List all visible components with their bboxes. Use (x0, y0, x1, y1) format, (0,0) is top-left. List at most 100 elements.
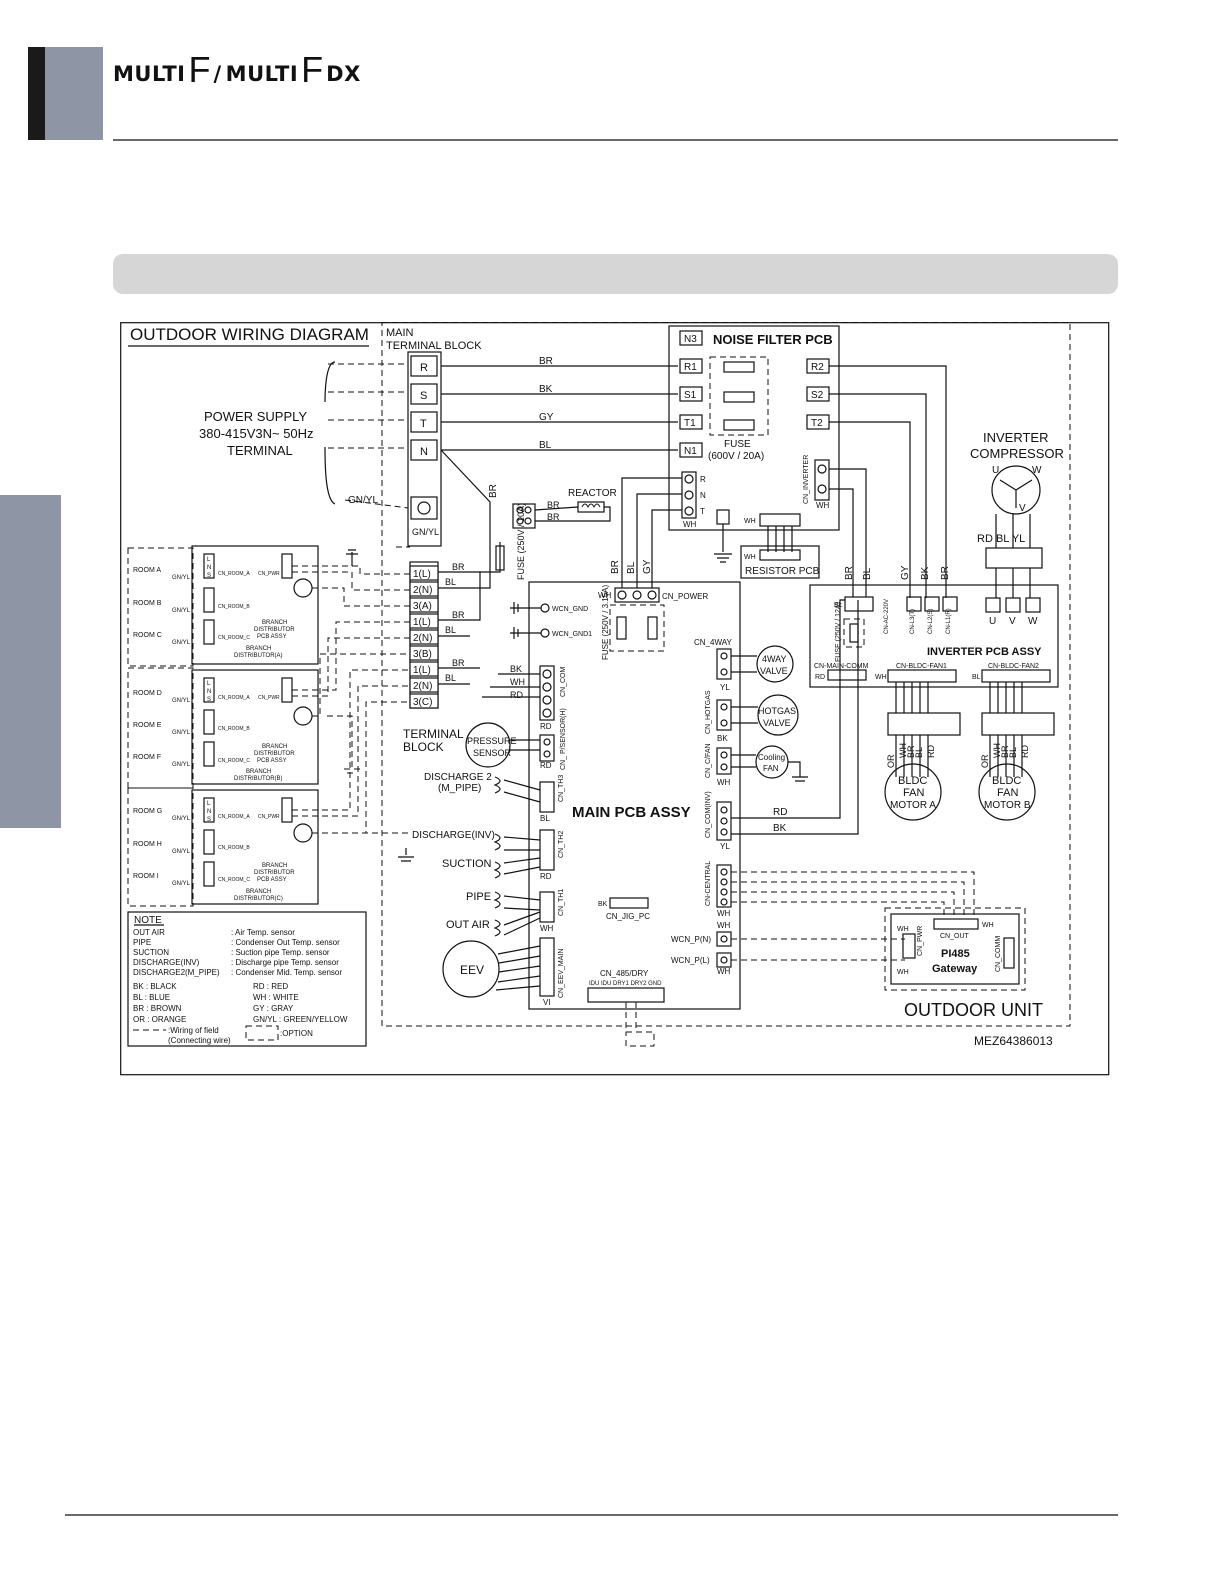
main-br-v: BR (610, 560, 621, 574)
room-e: ROOM E (133, 722, 162, 729)
com-inv-wires (731, 599, 859, 835)
comp-connector (985, 547, 1043, 569)
inv-v: V (1009, 616, 1016, 627)
room-f: ROOM F (133, 754, 161, 761)
com-inv-rd: RD (773, 807, 787, 818)
power-input-wires (328, 363, 408, 449)
tb-s-label: S (420, 390, 427, 402)
lns-labels: LNS LNS LNS (207, 557, 211, 823)
brand-letter-2: F (301, 49, 324, 90)
bd-b-room-a: CN_ROOM_A (218, 695, 250, 701)
legend-option-box (245, 1025, 279, 1041)
pipe-label: PIPE (466, 891, 491, 903)
cn-th1-connector (539, 891, 555, 923)
terminal-wiring (438, 449, 501, 685)
nf-small-terminal (716, 509, 730, 525)
bd-c-room-c: CN_ROOM_C (218, 877, 250, 883)
note-row-2-k: PIPE (133, 938, 151, 947)
gnd-symbols (510, 602, 541, 639)
nf-fuse-2 (723, 391, 755, 403)
legend-field-2: (Connecting wire) (168, 1036, 231, 1045)
note-row-5-v: : Condenser Mid. Temp. sensor (231, 968, 342, 977)
pi-wh-1: WH (897, 926, 909, 933)
pi485-2: Gateway (932, 963, 978, 975)
bd-b-room-c: CN_ROOM_C (218, 758, 250, 764)
discharge2-1: DISCHARGE 2 (424, 772, 492, 783)
cn-comm-label: CN_COMM (995, 936, 1002, 972)
wcn-pn-wh: WH (717, 921, 731, 930)
note-title: NOTE (134, 915, 162, 926)
inverter-pcb-title: INVERTER PCB ASSY (927, 646, 1042, 658)
nf-fuse-group (709, 356, 769, 436)
nf-n1-label: N1 (684, 446, 697, 457)
inv-comp-2: COMPRESSOR (970, 446, 1064, 461)
wcn-gnd1-label: WCN_GND1 (552, 631, 592, 638)
resistor-links (767, 526, 793, 552)
fan-a-connector (887, 712, 961, 736)
cn-4way-label: CN_4WAY (694, 638, 732, 647)
bd-b-name-1: BRANCH (246, 769, 271, 775)
terminal-row-1: 1(L) (413, 569, 431, 580)
discharge2-2: (M_PIPE) (438, 783, 481, 794)
outdoor-unit-boundary (381, 322, 1071, 1027)
inv-u: U (989, 616, 996, 627)
side-chapter-tab (0, 495, 61, 828)
suction-sensor (493, 857, 541, 879)
valve-4way (756, 645, 794, 683)
nf-to-inverter-wires (829, 365, 947, 598)
color-row-1-a: BK : BLACK (133, 982, 177, 991)
branch-wiring (292, 565, 410, 834)
cn-main-comm-label: CN-MAIN-COMM (814, 663, 869, 670)
cn-lr-label: CN-L1(R) (946, 608, 952, 634)
com-wh: WH (510, 677, 525, 687)
cooling-fan (755, 745, 789, 779)
fan-b-br: BR (1000, 745, 1010, 758)
hotgas-1: HOTGAS (758, 706, 796, 716)
inverter-pcb-assy (809, 584, 1059, 688)
resistor-connector (759, 549, 801, 561)
nf-fuse-label-1: FUSE (724, 439, 751, 450)
terminal-block-1: TERMINAL (403, 727, 464, 741)
inv-br-2: BR (940, 566, 951, 580)
lns-a1-n: N (207, 565, 211, 571)
cn-pwr-connector (902, 933, 916, 959)
bd-b-pcb-1: BRANCH (262, 744, 287, 750)
room-group-a-option (127, 547, 194, 667)
cn-th1-label: CN_TH1 (558, 889, 565, 916)
cn-th3-bl: BL (540, 814, 550, 823)
inv-bk-1: BK (920, 566, 931, 580)
discharge-inv: DISCHARGE(INV) (412, 830, 495, 841)
cn-485-label: CN_485/DRY (600, 969, 649, 978)
branch-distributor-c (191, 789, 319, 905)
cn-bldc-fan1-label: CN-BLDC-FAN1 (896, 663, 947, 670)
dry-contact-option (625, 1031, 655, 1047)
bd-a-pcb-2: DISTRIBUTOR (254, 627, 295, 633)
tb-s (410, 383, 438, 405)
footer-rule (65, 1514, 1118, 1516)
pi485-gateway (890, 913, 1020, 985)
cn-power-connector (614, 587, 660, 603)
resistor-pcb-label: RESISTOR PCB (745, 566, 820, 577)
fan-b-2: FAN (997, 787, 1018, 799)
main-terminal-block (407, 351, 442, 547)
room-group-c-option (127, 787, 194, 907)
main-pcb-title: MAIN PCB ASSY (572, 804, 691, 821)
fan2-bl: BL (972, 674, 981, 681)
tb-gnyl-label: GN/YL (412, 527, 439, 537)
note-box (127, 911, 367, 1047)
tb-br-1: BR (452, 562, 465, 572)
pipe-sensor (493, 891, 541, 911)
brand-logo: MULTI F / MULTI F DX (113, 49, 361, 90)
fan-a-rd: RD (926, 745, 936, 758)
cn-psensor-rd: RD (540, 761, 552, 770)
header-gray-block (45, 47, 103, 140)
note-row-4-v: : Discharge pipe Temp. sensor (231, 958, 339, 967)
room-h: ROOM H (133, 841, 162, 848)
brand-suffix: DX (326, 62, 361, 86)
wcn-gnd-point (540, 603, 550, 613)
ground-symbol (417, 501, 431, 515)
nf-n3-label: N3 (684, 334, 697, 345)
cooling-fan-1: Cooling (758, 753, 785, 762)
nf-r1-label: R1 (684, 362, 697, 373)
fan1-wh: WH (875, 674, 887, 681)
